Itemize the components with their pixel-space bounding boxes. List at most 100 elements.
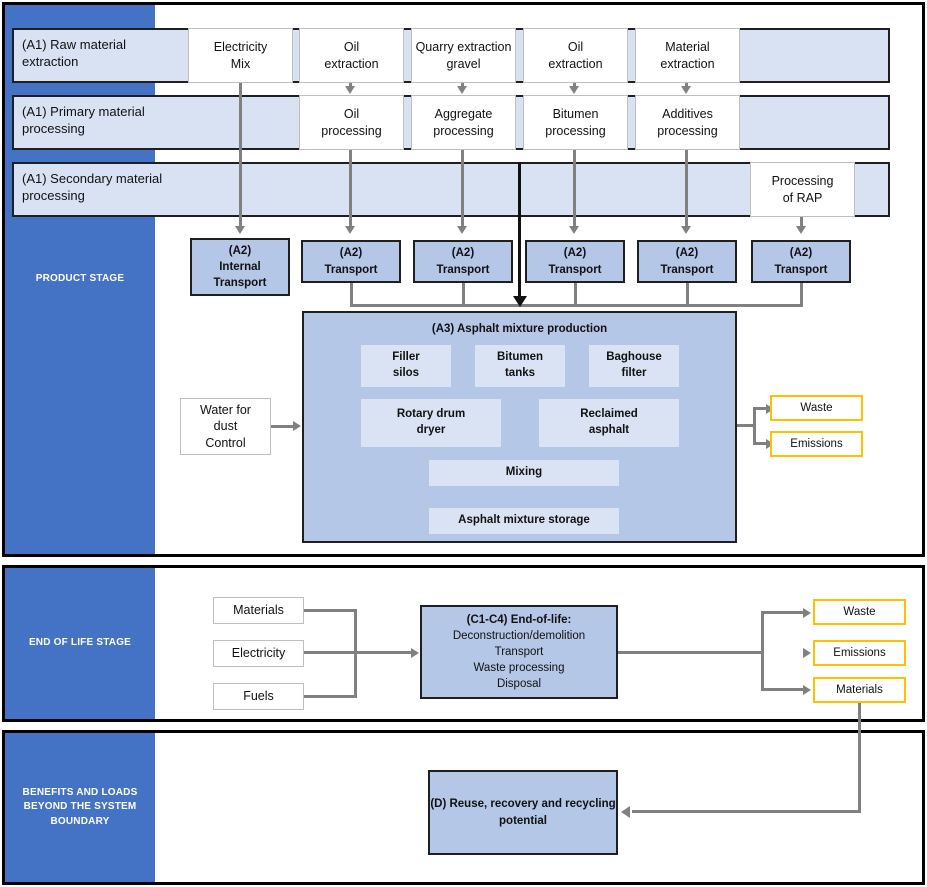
box-line1: Material [665, 40, 710, 54]
box-additives-processing[interactable]: Additives processing [635, 95, 740, 150]
band-a1-secondary-material-processing-label: (A1) Secondary material processing [22, 171, 252, 205]
stage-label-benefits-text: BENEFITS AND LOADS BEYOND THE SYSTEM BOU… [22, 786, 138, 827]
connector-eol-out-to-materials [761, 688, 806, 691]
connector-a2-4-drop [686, 283, 689, 306]
box-line1: Deconstruction/demolition [452, 629, 586, 642]
connector-aggregate-processing-down [461, 150, 464, 228]
connector-eol-out-stem [618, 651, 763, 654]
box-line4: Disposal [496, 678, 542, 691]
arrow-material-extraction-down [681, 86, 691, 94]
connector-a2-5-drop [800, 283, 803, 306]
box-line1: Filler [392, 351, 420, 364]
box-label: Waste [843, 606, 876, 618]
box-a2-transport-3[interactable]: (A2) Transport [525, 240, 625, 283]
box-line3: Waste processing [473, 662, 565, 675]
box-eol-materials[interactable]: Materials [213, 597, 304, 624]
band-text-line2: processing [22, 187, 85, 203]
box-eol-electricity[interactable]: Electricity [213, 640, 304, 667]
box-eol-emissions[interactable]: Emissions [813, 640, 906, 666]
box-line2: processing [433, 123, 494, 138]
box-label: Materials [233, 603, 284, 618]
band-a1-secondary-material-processing [12, 162, 890, 217]
arrow-eol-to-waste [803, 608, 811, 618]
box-line2: gravel [446, 56, 481, 71]
box-c1-c4-end-of-life[interactable]: (C1-C4) End-of-life: Deconstruction/demo… [420, 605, 618, 699]
arrow-eol-to-materials [803, 685, 811, 695]
box-line2: processing [545, 123, 606, 138]
arrow-electricity-mix-down [235, 226, 245, 234]
subbox-reclaimed-asphalt[interactable]: Reclaimed asphalt [539, 399, 679, 447]
box-product-emissions[interactable]: Emissions [770, 431, 863, 457]
box-label: Waste [800, 402, 833, 414]
connector-a2-to-a3-main [518, 162, 521, 299]
arrow-eol-inputs-to-box [411, 648, 419, 658]
subbox-filler-silos[interactable]: Filler silos [361, 345, 451, 387]
box-product-waste[interactable]: Waste [770, 395, 863, 421]
connector-a3-out-riser [753, 408, 756, 444]
box-eol-materials-out[interactable]: Materials [813, 677, 906, 703]
box-aggregate-processing[interactable]: Aggregate processing [411, 95, 516, 150]
arrow-oil-extraction-2-down [569, 86, 579, 94]
box-line3: Transport [213, 277, 267, 290]
box-line1: Processing [771, 174, 834, 188]
band-text-line2: processing [22, 120, 85, 136]
stage-label-benefits: BENEFITS AND LOADS BEYOND THE SYSTEM BOU… [5, 733, 155, 882]
arrow-oil-processing-down [345, 226, 355, 234]
subbox-mixing[interactable]: Mixing [429, 460, 619, 486]
subbox-rotary-drum-dryer[interactable]: Rotary drum dryer [361, 399, 501, 447]
box-oil-extraction-1[interactable]: Oil extraction [299, 28, 404, 83]
connector-a2-3-drop [574, 283, 577, 306]
box-quarry-extraction-gravel[interactable]: Quarry extraction gravel [411, 28, 516, 83]
band-a1-primary-material-processing-label: (A1) Primary material processing [22, 104, 242, 138]
stage-label-end-of-life: END OF LIFE STAGE [5, 568, 155, 719]
connector-a2-collector-bar [350, 304, 803, 307]
box-line2: tanks [504, 367, 536, 379]
box-line1: (A2) [675, 247, 699, 260]
box-oil-processing[interactable]: Oil processing [299, 95, 404, 150]
arrow-oil-extraction-1-down [345, 86, 355, 94]
box-electricity-mix[interactable]: Electricity Mix [188, 28, 293, 83]
box-a2-transport-1[interactable]: (A2) Transport [301, 240, 401, 283]
connector-eol-out-to-waste [761, 611, 806, 614]
box-a2-transport-2[interactable]: (A2) Transport [413, 240, 513, 283]
connector-eol-out-riser [761, 611, 764, 691]
connector-oil-processing-down [349, 150, 352, 228]
box-line2: potential [499, 814, 547, 827]
box-line1: Electricity [213, 40, 268, 54]
connector-a3-out-to-emissions [753, 442, 769, 445]
box-label: Materials [836, 684, 883, 696]
box-line2: filter [621, 367, 647, 379]
stage-label-end-of-life-text: END OF LIFE STAGE [28, 637, 132, 649]
a3-title: (A3) Asphalt mixture production [431, 323, 608, 335]
connector-a3-out-stem [737, 424, 755, 427]
box-line1: Mixing [505, 466, 543, 479]
box-a2-internal-transport[interactable]: (A2) Internal Transport [190, 238, 290, 296]
box-line3: Control [205, 435, 246, 450]
box-a2-transport-5[interactable]: (A2) Transport [751, 240, 851, 283]
box-material-extraction[interactable]: Material extraction [635, 28, 740, 83]
box-line1: (A2) [228, 244, 252, 257]
arrow-to-module-d [621, 806, 630, 818]
box-line2: Internal [219, 260, 261, 273]
connector-a2-2-drop [462, 283, 465, 306]
box-module-d-reuse-recovery[interactable]: (D) Reuse, recovery and recycling potent… [428, 770, 618, 855]
box-eol-waste[interactable]: Waste [813, 599, 906, 625]
box-line1: Reclaimed [580, 408, 638, 421]
box-line1: (A2) [451, 247, 475, 260]
subbox-baghouse-filter[interactable]: Baghouse filter [589, 345, 679, 387]
subbox-bitumen-tanks[interactable]: Bitumen tanks [475, 345, 565, 387]
connector-materials-to-module-d-riser [858, 703, 861, 813]
box-a2-transport-4[interactable]: (A2) Transport [637, 240, 737, 283]
box-oil-extraction-2[interactable]: Oil extraction [523, 28, 628, 83]
arrow-a2-to-a3 [513, 296, 527, 307]
box-line2: extraction [324, 56, 379, 71]
arrow-bitumen-processing-down [569, 226, 579, 234]
connector-a3-out-to-waste [753, 407, 769, 410]
box-bitumen-processing[interactable]: Bitumen processing [523, 95, 628, 150]
subbox-asphalt-mixture-storage[interactable]: Asphalt mixture storage [429, 508, 619, 534]
box-water-for-dust-control[interactable]: Water for dust Control [180, 398, 271, 455]
box-eol-fuels[interactable]: Fuels [213, 683, 304, 710]
box-line2: Transport [494, 645, 544, 658]
box-processing-of-rap[interactable]: Processing of RAP [750, 162, 855, 217]
band-text-line1: (A1) Primary material [22, 104, 145, 119]
